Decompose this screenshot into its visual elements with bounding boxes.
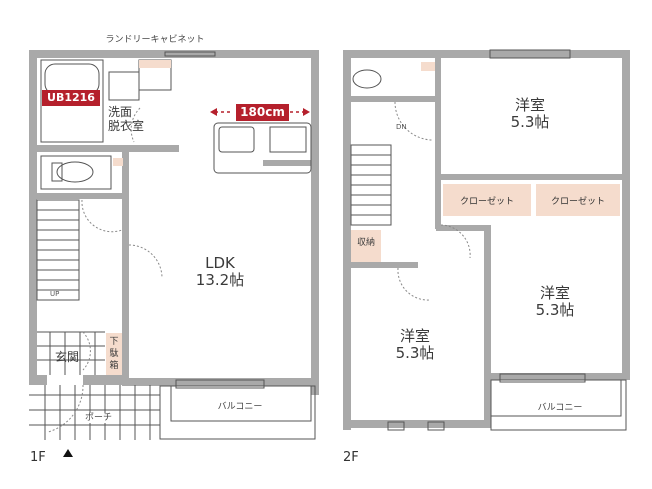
storage-fills (106, 60, 435, 375)
walls-2f (343, 50, 630, 430)
western-room-right-name: 洋室 (539, 284, 570, 302)
stairs-up-label: UP (50, 290, 60, 298)
western-room-left-label: 洋室 5.3帖 (375, 327, 455, 363)
floor-label-2f: 2F (343, 450, 359, 465)
storage-label: 収納 (356, 238, 375, 248)
balcony-2f-label: バルコニー (537, 403, 583, 413)
stairs-down-label: DN (396, 123, 407, 131)
entrance-label: 玄関 (55, 350, 80, 364)
ldk-label: LDK 13.2帖 (180, 254, 260, 290)
door-swings (47, 101, 471, 433)
floor-label-1f: 1F (30, 450, 46, 465)
ldk-name: LDK (205, 254, 235, 272)
western-room-right-label: 洋室 5.3帖 (515, 284, 595, 320)
kitchen-width-tag: 180cm (236, 104, 289, 121)
walls-1f (29, 50, 319, 395)
unit-bath-tag: UB1216 (42, 90, 100, 106)
western-room-right-size: 5.3帖 (535, 301, 575, 320)
entrance-marker-icon (63, 449, 73, 457)
western-room-left-name: 洋室 (399, 327, 430, 345)
laundry-cabinet-label: ランドリーキャビネット (105, 35, 205, 45)
balcony-1f-label: バルコニー (217, 402, 263, 412)
dimension-arrowheads (210, 108, 310, 116)
western-room-top-name: 洋室 (514, 96, 545, 114)
washroom-label-line1: 洗面 (108, 105, 133, 119)
closet-left: クローゼット (443, 184, 531, 216)
western-room-top-label: 洋室 5.3帖 (490, 96, 570, 132)
closet-right: クローゼット (536, 184, 620, 216)
porch-label: ポーチ (85, 413, 113, 424)
shoe-box-label: 下駄箱 (109, 337, 119, 371)
washroom-label: 洗面 脱衣室 (108, 105, 145, 134)
washroom-label-line2: 脱衣室 (108, 118, 145, 133)
fixtures (29, 49, 627, 440)
western-room-top-size: 5.3帖 (510, 113, 550, 132)
western-room-left-size: 5.3帖 (395, 344, 435, 363)
ldk-size: 13.2帖 (195, 271, 245, 290)
